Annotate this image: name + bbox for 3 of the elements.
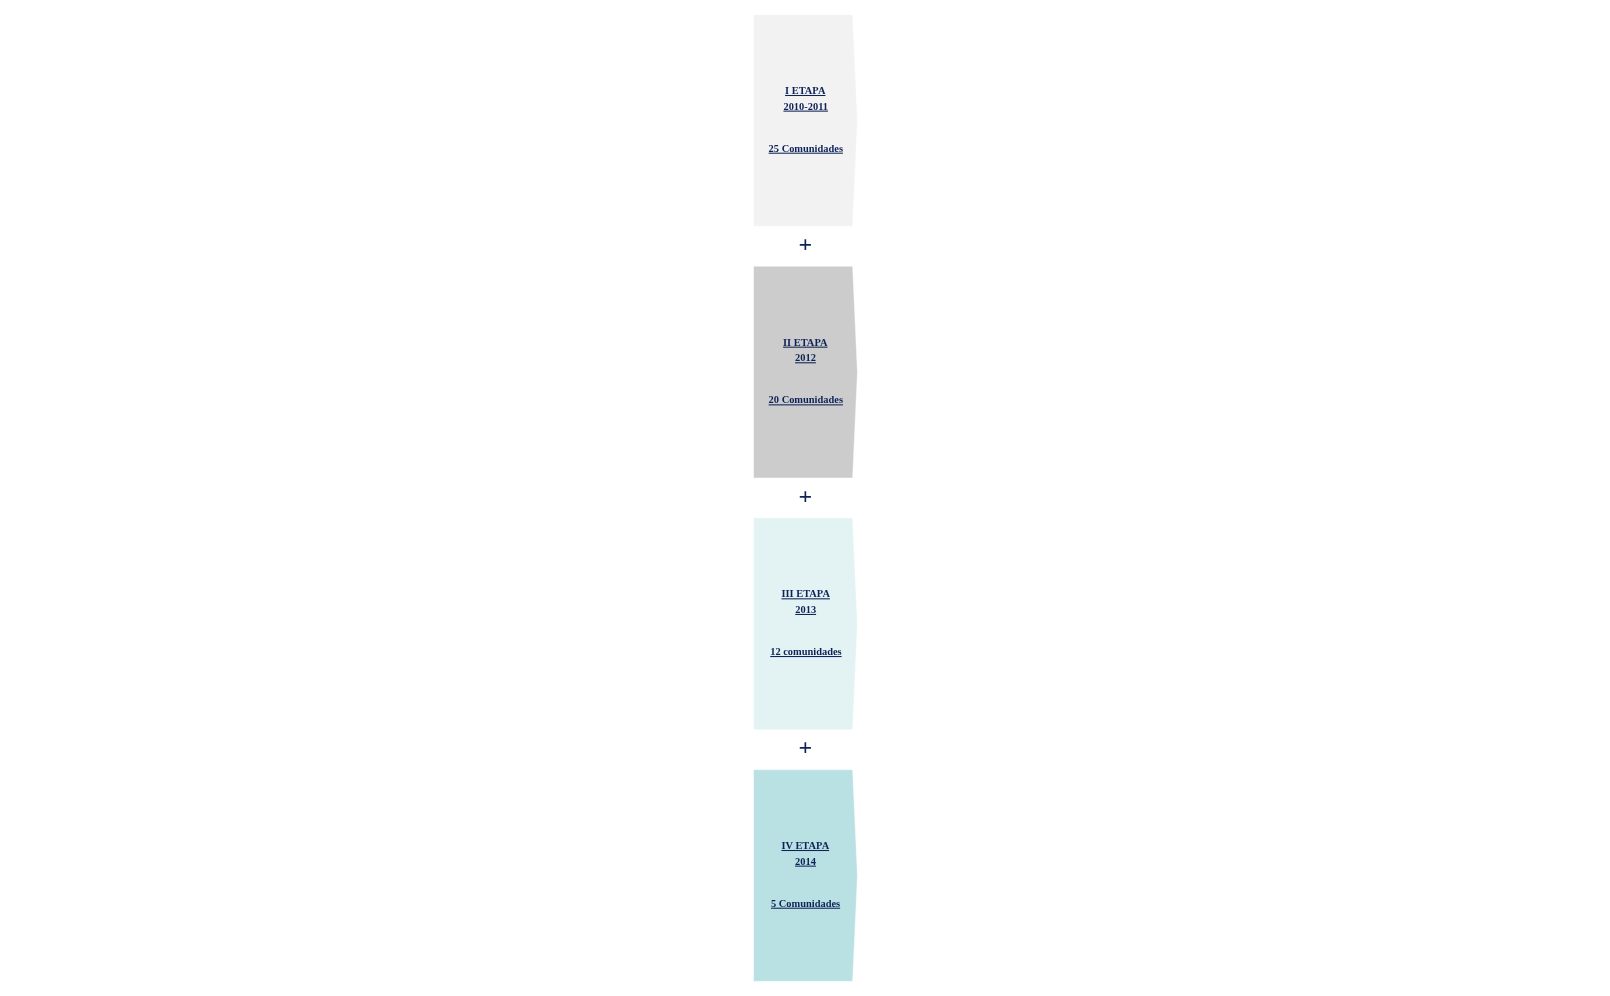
label: + bbox=[797, 482, 812, 509]
label: + bbox=[797, 734, 812, 761]
label: + bbox=[797, 230, 812, 257]
